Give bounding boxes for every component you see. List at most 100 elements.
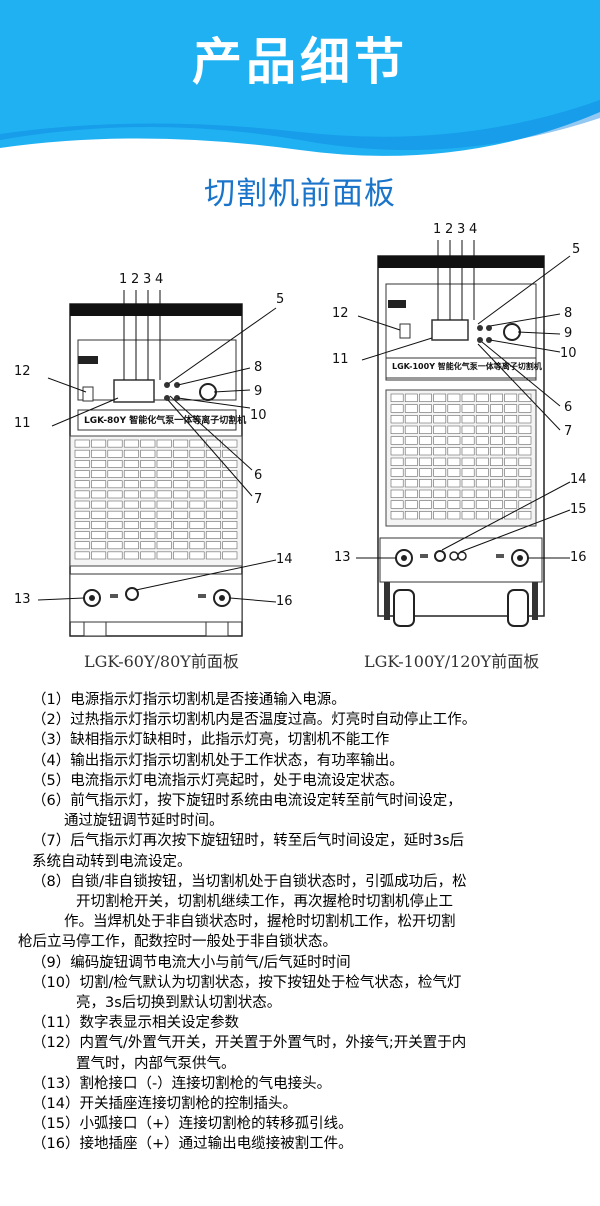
grille-slat xyxy=(140,531,156,539)
banner-wave-shape xyxy=(0,0,600,156)
grille-slat xyxy=(404,479,418,488)
grille-slat xyxy=(490,436,503,445)
grille-slat xyxy=(475,500,489,509)
grille-slat xyxy=(461,468,475,477)
grille-slat xyxy=(205,551,221,560)
grille-slat xyxy=(173,521,189,529)
grille-slat xyxy=(107,439,123,448)
grille-slat xyxy=(123,480,139,489)
grille-slat xyxy=(390,447,404,456)
description-line: （1）电源指示灯指示切割机是否接通输入电源。 xyxy=(32,692,346,708)
grille-slat xyxy=(91,480,107,489)
grille-slat xyxy=(390,415,404,424)
grille-slat xyxy=(461,393,475,402)
grille-slat xyxy=(140,460,156,468)
grille-slat xyxy=(504,511,518,520)
grille-slat xyxy=(419,393,432,402)
grille-slat xyxy=(390,479,404,488)
grille-slat xyxy=(140,480,156,489)
grille-slat xyxy=(189,500,205,509)
grille-slat xyxy=(140,521,156,529)
grille-slat xyxy=(433,447,447,456)
grille-slat xyxy=(173,500,189,509)
grille-slat xyxy=(156,470,172,478)
grille-slat xyxy=(222,480,238,489)
description-line: 系统自动转到电流设定。 xyxy=(32,853,192,870)
machine-right-drawing xyxy=(356,240,571,627)
grille-slat xyxy=(518,468,532,477)
grille-slat xyxy=(91,551,107,560)
grille-slat xyxy=(222,500,238,509)
grille-slat xyxy=(156,490,172,499)
grille-slat xyxy=(490,404,503,413)
grille-slat xyxy=(433,511,447,520)
grille-slat xyxy=(475,425,489,434)
grille-slat xyxy=(205,460,221,468)
grille-slat xyxy=(390,393,404,402)
grille-slat xyxy=(91,470,107,478)
description-line: （14）开关插座连接切割枪的控制插头。 xyxy=(32,1096,297,1113)
grille-slat xyxy=(504,447,518,456)
grille-slat xyxy=(189,551,205,560)
grille-slat xyxy=(189,480,205,489)
grille-slat xyxy=(91,541,107,550)
description-line: （2）过热指示灯指示切割机内是否温度过高。灯亮时自动停止工作。 xyxy=(32,712,477,729)
grille-slat xyxy=(173,480,189,489)
grille-slat xyxy=(447,500,461,509)
grille-slat xyxy=(475,404,489,413)
grille-slat xyxy=(447,457,461,466)
grille-slat xyxy=(419,479,432,488)
grille-slat xyxy=(404,511,418,520)
grille-slat xyxy=(189,510,205,519)
grille-slat xyxy=(107,551,123,560)
grille-slat xyxy=(222,460,238,468)
callout-7: 7 xyxy=(564,424,573,439)
description-line: 通过旋钮调节延时时间。 xyxy=(64,813,224,830)
grille-slat xyxy=(74,470,90,478)
grille-slat xyxy=(156,541,172,550)
grille-slat xyxy=(123,490,139,499)
grille-slat xyxy=(419,425,432,434)
callout-5: 5 xyxy=(572,242,581,257)
page-title: 产品细节 xyxy=(192,33,408,91)
grille-slat xyxy=(518,393,532,402)
grille-slat xyxy=(404,457,418,466)
grille-slat xyxy=(490,457,503,466)
grille-slat xyxy=(461,415,475,424)
grille-slat xyxy=(390,468,404,477)
description-line: 亮，3s后切换到默认切割状态。 xyxy=(76,995,282,1012)
grille-slat xyxy=(189,470,205,478)
grille-slat xyxy=(518,404,532,413)
grille-slat xyxy=(504,479,518,488)
grille-slat xyxy=(91,500,107,509)
grille-slat xyxy=(107,480,123,489)
grille-slat xyxy=(433,468,447,477)
grille-slat xyxy=(140,510,156,519)
grille-slat xyxy=(156,531,172,539)
grille-slat xyxy=(140,449,156,458)
grille-slat xyxy=(156,551,172,560)
grille-slat xyxy=(433,500,447,509)
grille-slat xyxy=(461,425,475,434)
grille-slat xyxy=(419,447,432,456)
grille-slat xyxy=(107,490,123,499)
grille-slat xyxy=(461,447,475,456)
callout-8: 8 xyxy=(564,306,573,321)
machine-left-drawing xyxy=(37,290,277,637)
grille-slat xyxy=(433,393,447,402)
description-line: （9）编码旋钮调节电流大小与前气/后气延时时间 xyxy=(32,954,351,971)
grille-slat xyxy=(475,447,489,456)
grille-slat xyxy=(123,439,139,448)
grille-slat xyxy=(447,436,461,445)
grille-slat xyxy=(518,489,532,498)
callout-8: 8 xyxy=(254,360,263,375)
description-line: （16）接地插座（+）通过输出电缆接被割工件。 xyxy=(32,1136,353,1153)
grille-slat xyxy=(156,500,172,509)
grille-slat xyxy=(475,489,489,498)
grille-slat xyxy=(404,500,418,509)
callout-6: 6 xyxy=(254,468,263,483)
description-line: （11）数字表显示相关设定参数 xyxy=(32,1015,239,1032)
grille-slat xyxy=(74,439,90,448)
grille-slat xyxy=(504,425,518,434)
grille-slat xyxy=(205,480,221,489)
